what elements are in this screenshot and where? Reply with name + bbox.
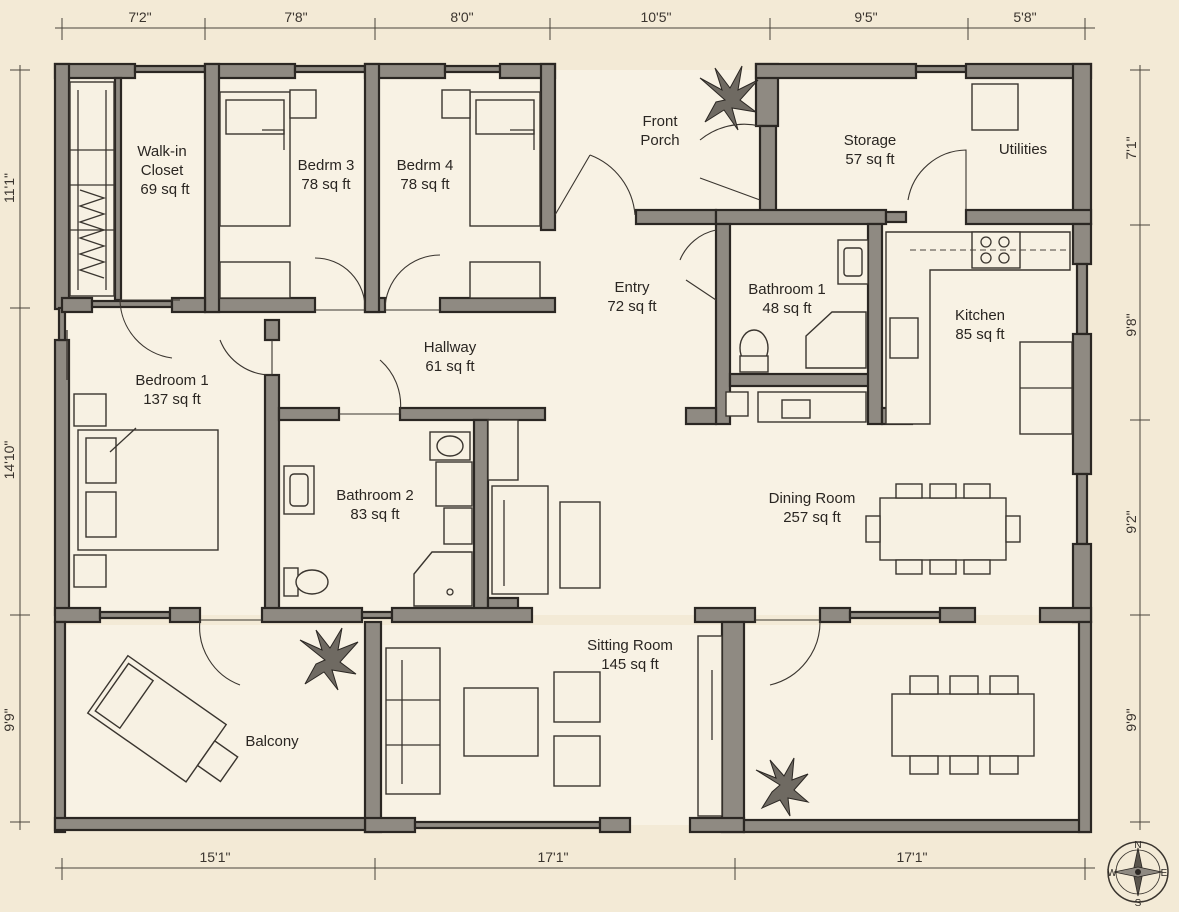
label-kitchen-2: 85 sq ft xyxy=(955,326,1005,343)
walkin-closet-shelves xyxy=(69,81,115,297)
label-walkin-1: Walk-in xyxy=(137,143,186,160)
label-dining-2: 257 sq ft xyxy=(783,509,841,526)
plant-dining-balcony xyxy=(755,757,810,817)
label-bedrm4-2: 78 sq ft xyxy=(400,176,450,193)
label-hallway-2: 61 sq ft xyxy=(425,358,475,375)
label-entry-1: Entry xyxy=(614,279,650,296)
dim-top-5: 9'5" xyxy=(854,9,877,25)
label-balcony: Balcony xyxy=(245,733,299,750)
label-porch-1: Front xyxy=(642,113,678,130)
room-labels: Walk-in Closet 69 sq ft Bedrm 3 78 sq ft… xyxy=(135,113,1047,750)
door-storage xyxy=(699,123,761,201)
dim-bottom-2: 17'1" xyxy=(537,849,568,865)
compass-w: W xyxy=(1107,868,1117,879)
door-balcony-bed1 xyxy=(199,619,262,686)
label-porch-2: Porch xyxy=(640,132,679,149)
label-bedrm3-1: Bedrm 3 xyxy=(298,157,355,174)
label-storage-1: Storage xyxy=(844,132,897,149)
label-bedrm3-2: 78 sq ft xyxy=(301,176,351,193)
label-bath2-1: Bathroom 2 xyxy=(336,487,414,504)
label-storage-2: 57 sq ft xyxy=(845,151,895,168)
dim-left-1: 11'1" xyxy=(1,173,17,203)
door-bedrm3 xyxy=(314,257,366,311)
label-bedroom1-2: 137 sq ft xyxy=(143,391,201,408)
dim-right-3: 9'2" xyxy=(1123,510,1139,533)
plant-sitting xyxy=(299,627,359,691)
label-bath1-1: Bathroom 1 xyxy=(748,281,826,298)
bed-bedrm3 xyxy=(219,89,317,299)
label-bath2-2: 83 sq ft xyxy=(350,506,400,523)
bathroom2-fixtures xyxy=(283,431,473,607)
door-bath1 xyxy=(679,229,717,301)
bed-bedroom1 xyxy=(66,330,219,588)
kitchen-counters xyxy=(885,231,1073,435)
walls xyxy=(53,62,1093,834)
label-walkin-3: 69 sq ft xyxy=(140,181,190,198)
dim-top-1: 7'2" xyxy=(128,9,151,25)
door-utilities xyxy=(907,149,967,210)
dim-right-4: 9'9" xyxy=(1123,708,1139,731)
storage-utilities xyxy=(971,83,1019,131)
dim-left-3: 9'9" xyxy=(1,708,17,731)
sofa-hall xyxy=(487,419,601,595)
dim-top-3: 8'0" xyxy=(450,9,473,25)
dim-left-2: 14'10" xyxy=(1,441,17,480)
top-ticks xyxy=(61,18,1086,40)
label-kitchen-1: Kitchen xyxy=(955,307,1005,324)
label-entry-2: 72 sq ft xyxy=(607,298,657,315)
label-hallway-1: Hallway xyxy=(424,339,477,356)
bathroom1-fixtures xyxy=(725,239,869,423)
dim-bottom-3: 17'1" xyxy=(896,849,927,865)
dim-top-6: 5'8" xyxy=(1013,9,1036,25)
dim-top-2: 7'8" xyxy=(284,9,307,25)
lounger xyxy=(86,654,239,783)
label-sitting-2: 145 sq ft xyxy=(601,656,659,673)
door-dining-balcony xyxy=(755,619,821,686)
label-walkin-2: Closet xyxy=(141,162,184,179)
door-hall-bed1 xyxy=(219,339,273,376)
doors xyxy=(119,123,967,686)
label-bath1-2: 48 sq ft xyxy=(762,300,812,317)
door-front xyxy=(554,154,636,216)
dim-top-4: 10'5" xyxy=(640,9,671,25)
dim-right-1: 7'1" xyxy=(1123,136,1139,159)
plant-porch xyxy=(699,65,759,131)
dim-right-2: 9'8" xyxy=(1123,313,1139,336)
sitting-room-furniture xyxy=(385,635,723,817)
dining-table xyxy=(865,483,1021,575)
label-bedrm4-1: Bedrm 4 xyxy=(397,157,454,174)
compass-e: E xyxy=(1161,868,1168,879)
door-bedrm4 xyxy=(384,254,441,311)
compass-s: S xyxy=(1135,898,1142,909)
compass-n: N xyxy=(1134,840,1141,851)
balcony-table xyxy=(891,675,1035,775)
dim-bottom-1: 15'1" xyxy=(199,849,230,865)
dimension-lines: 7'2" 7'8" 8'0" 10'5" 9'5" 5'8" 15'1" 17'… xyxy=(1,9,1150,880)
label-utilities: Utilities xyxy=(999,141,1047,158)
label-dining-1: Dining Room xyxy=(769,490,856,507)
compass-rose: N E S W xyxy=(1107,840,1169,909)
label-bedroom1-1: Bedroom 1 xyxy=(135,372,208,389)
label-sitting-1: Sitting Room xyxy=(587,637,673,654)
bed-bedrm4 xyxy=(441,89,541,299)
door-walkin xyxy=(119,299,180,359)
door-bath2 xyxy=(339,359,402,415)
